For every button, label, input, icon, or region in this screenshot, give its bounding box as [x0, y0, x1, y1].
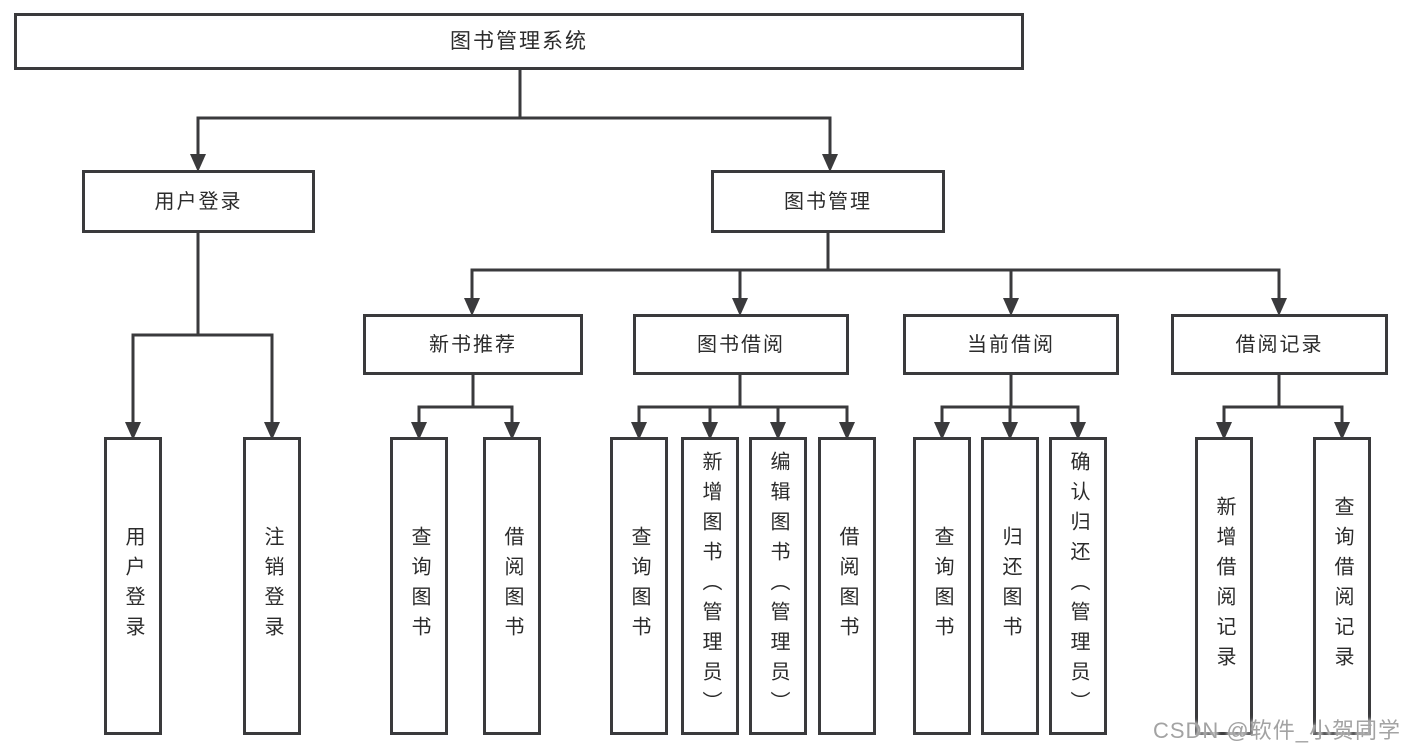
leaf-user-login: 用户登录	[104, 437, 162, 735]
leaf-label: 查询图书	[408, 526, 430, 646]
connector-new-book-recommendation-children	[411, 375, 520, 440]
leaf-label: 借阅图书	[836, 526, 858, 646]
leaf-add-book-admin: 新增图书（管理员）	[681, 437, 739, 735]
leaf-label: 查询图书	[931, 526, 953, 646]
leaf-label: 新增借阅记录	[1213, 496, 1235, 676]
leaf-label: 确认归还（管理员）	[1067, 451, 1089, 721]
connector-root-to-level2	[190, 70, 838, 172]
leaf-return-books: 归还图书	[981, 437, 1039, 735]
node-label: 图书管理	[784, 190, 872, 213]
connector-current-borrowing-children	[934, 375, 1086, 440]
leaf-label: 查询图书	[628, 526, 650, 646]
node-label: 图书借阅	[697, 333, 785, 356]
leaf-label: 编辑图书（管理员）	[767, 451, 789, 721]
node-label: 用户登录	[154, 190, 243, 213]
connector-book-borrowing-children	[631, 375, 855, 440]
node-borrowing-records: 借阅记录	[1171, 314, 1388, 375]
leaf-add-borrow-record: 新增借阅记录	[1195, 437, 1253, 735]
connector-user-login-children	[125, 233, 280, 440]
watermark: CSDN @软件_小贺同学	[1152, 718, 1401, 743]
node-user-login: 用户登录	[82, 170, 315, 233]
leaf-label: 用户登录	[122, 526, 144, 646]
node-library-management-system: 图书管理系统	[14, 13, 1024, 70]
leaf-edit-book-admin: 编辑图书（管理员）	[749, 437, 807, 735]
leaf-label: 归还图书	[999, 526, 1021, 646]
node-label: 借阅记录	[1235, 333, 1324, 356]
node-label: 图书管理系统	[450, 29, 588, 53]
node-book-borrowing: 图书借阅	[633, 314, 849, 375]
leaf-query-books-current: 查询图书	[913, 437, 971, 735]
leaf-borrow-books-borrowing: 借阅图书	[818, 437, 876, 735]
leaf-label: 查询借阅记录	[1331, 496, 1353, 676]
leaf-label: 注销登录	[261, 526, 283, 646]
leaf-query-books-recommend: 查询图书	[390, 437, 448, 735]
node-label: 当前借阅	[967, 333, 1055, 356]
node-new-book-recommendation: 新书推荐	[363, 314, 583, 375]
leaf-borrow-books-recommend: 借阅图书	[483, 437, 541, 735]
node-book-management: 图书管理	[711, 170, 945, 233]
connector-borrowing-records-children	[1216, 375, 1350, 440]
node-current-borrowing: 当前借阅	[903, 314, 1119, 375]
connector-book-management-children	[464, 233, 1287, 316]
leaf-label: 借阅图书	[501, 526, 523, 646]
leaf-query-borrow-record: 查询借阅记录	[1313, 437, 1371, 735]
node-label: 新书推荐	[429, 333, 517, 356]
leaf-query-books-borrowing: 查询图书	[610, 437, 668, 735]
leaf-label: 新增图书（管理员）	[699, 451, 721, 721]
leaf-logout: 注销登录	[243, 437, 301, 735]
leaf-confirm-return-admin: 确认归还（管理员）	[1049, 437, 1107, 735]
